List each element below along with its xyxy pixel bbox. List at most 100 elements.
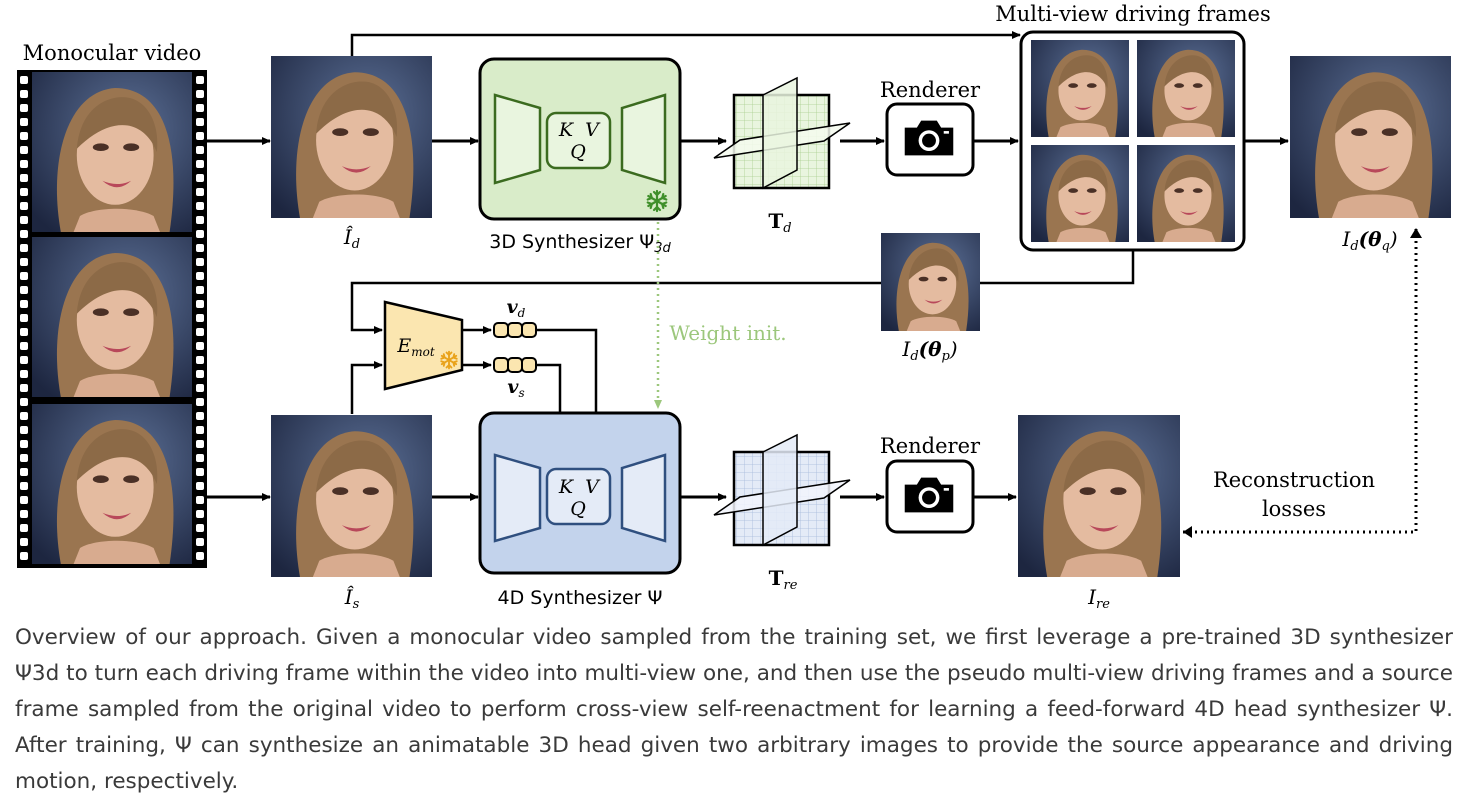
sprocket-hole bbox=[196, 258, 204, 266]
emot-label: Emot bbox=[396, 335, 434, 359]
sprocket-hole bbox=[20, 370, 28, 378]
sprocket-hole bbox=[20, 216, 28, 224]
sprocket-hole bbox=[20, 398, 28, 406]
sprocket-hole bbox=[20, 160, 28, 168]
sprocket-hole bbox=[196, 230, 204, 238]
sprocket-hole bbox=[196, 356, 204, 364]
sprocket-hole bbox=[196, 328, 204, 336]
multi-view-label: Multi-view driving frames bbox=[995, 2, 1271, 26]
source-frame-image bbox=[271, 415, 432, 577]
sprocket-hole bbox=[20, 454, 28, 462]
sprocket-hole bbox=[196, 300, 204, 308]
sprocket-hole bbox=[196, 286, 204, 294]
multi-view-frame-3 bbox=[1031, 145, 1129, 242]
sprocket-hole bbox=[20, 90, 28, 98]
sprocket-hole bbox=[20, 202, 28, 210]
driving-frame-image bbox=[271, 56, 432, 218]
sprocket-hole bbox=[196, 370, 204, 378]
sprocket-hole bbox=[20, 384, 28, 392]
sprocket-hole bbox=[20, 468, 28, 476]
sprocket-hole bbox=[196, 538, 204, 546]
sprocket-hole bbox=[196, 216, 204, 224]
sprocket-hole bbox=[196, 160, 204, 168]
sprocket-hole bbox=[20, 538, 28, 546]
target-view-image bbox=[1290, 56, 1451, 218]
sprocket-hole bbox=[20, 496, 28, 504]
sprocket-hole bbox=[196, 482, 204, 490]
sprocket-hole bbox=[20, 524, 28, 532]
sprocket-hole bbox=[20, 300, 28, 308]
sprocket-hole bbox=[20, 342, 28, 350]
sprocket-hole bbox=[196, 244, 204, 252]
synthesizer-3d-block: K V Q bbox=[478, 57, 682, 221]
sprocket-hole bbox=[196, 132, 204, 140]
sprocket-hole bbox=[20, 230, 28, 238]
sprocket-hole bbox=[20, 552, 28, 560]
id-hat-label: Îd bbox=[343, 225, 360, 252]
sprocket-hole bbox=[196, 314, 204, 322]
idp-label: Id(θp) bbox=[901, 337, 957, 364]
sprocket-hole bbox=[20, 482, 28, 490]
sprocket-hole bbox=[196, 524, 204, 532]
sprocket-hole bbox=[20, 104, 28, 112]
renderer-top-label: Renderer bbox=[880, 78, 981, 102]
sprocket-hole bbox=[196, 118, 204, 126]
sprocket-hole bbox=[196, 272, 204, 280]
vs-token bbox=[493, 357, 537, 373]
sprocket-hole bbox=[196, 104, 204, 112]
kvq-k-bottom: K bbox=[558, 476, 575, 498]
sprocket-hole bbox=[196, 412, 204, 420]
vd-label: vd bbox=[507, 296, 526, 320]
film-strip bbox=[17, 70, 207, 568]
motion-encoder: Emot bbox=[383, 300, 464, 391]
sprocket-hole bbox=[20, 314, 28, 322]
triplane-tre bbox=[713, 433, 851, 547]
sprocket-hole bbox=[196, 454, 204, 462]
sprocket-hole bbox=[196, 384, 204, 392]
kvq-v-bottom: V bbox=[585, 476, 601, 498]
sprocket-hole bbox=[196, 426, 204, 434]
sprocket-hole bbox=[196, 76, 204, 84]
td-label: Td bbox=[768, 209, 791, 236]
sprocket-hole bbox=[20, 146, 28, 154]
sprocket-hole bbox=[196, 496, 204, 504]
video-frame-1 bbox=[32, 72, 192, 232]
sprocket-hole bbox=[20, 356, 28, 364]
sprocket-hole bbox=[196, 468, 204, 476]
reconstruction-label-2: losses bbox=[1262, 497, 1326, 521]
kvq-q-top: Q bbox=[570, 141, 586, 163]
synthesizer-4d-block: K V Q bbox=[478, 411, 682, 575]
sprocket-hole bbox=[196, 146, 204, 154]
sprocket-hole bbox=[20, 412, 28, 420]
multi-view-frame-4 bbox=[1137, 145, 1235, 242]
sprocket-hole bbox=[20, 272, 28, 280]
sprocket-hole bbox=[196, 90, 204, 98]
reconstruction-label-1: Reconstruction bbox=[1213, 468, 1375, 492]
sprocket-hole bbox=[20, 244, 28, 252]
sprocket-hole bbox=[20, 132, 28, 140]
synth4d-label: 4D Synthesizer Ψ bbox=[498, 587, 663, 609]
sprocket-hole bbox=[20, 286, 28, 294]
sprocket-hole bbox=[20, 174, 28, 182]
pose-view-image bbox=[881, 233, 980, 331]
sprocket-hole bbox=[196, 398, 204, 406]
sprocket-hole bbox=[20, 510, 28, 518]
sprocket-hole bbox=[196, 552, 204, 560]
sprocket-hole bbox=[196, 188, 204, 196]
sprocket-hole bbox=[20, 258, 28, 266]
sprocket-hole bbox=[196, 342, 204, 350]
weight-init-label: Weight init. bbox=[669, 321, 786, 345]
multi-view-frames-box bbox=[1019, 30, 1246, 252]
triplane-td bbox=[713, 76, 851, 190]
kvq-v-top: V bbox=[585, 119, 601, 141]
sprocket-hole bbox=[20, 328, 28, 336]
monocular-video-label: Monocular video bbox=[23, 41, 202, 65]
kvq-q-bottom: Q bbox=[570, 498, 586, 520]
reenacted-image bbox=[1018, 415, 1180, 577]
synth3d-label: 3D Synthesizer Ψ3d bbox=[489, 231, 671, 256]
is-hat-label: Îs bbox=[344, 585, 360, 612]
kvq-k-top: K bbox=[558, 119, 575, 141]
architecture-diagram: Monocular video Îd K V Q 3D Synthesizer … bbox=[17, 2, 1451, 612]
sprocket-hole bbox=[20, 118, 28, 126]
multi-view-frame-2 bbox=[1137, 40, 1235, 137]
